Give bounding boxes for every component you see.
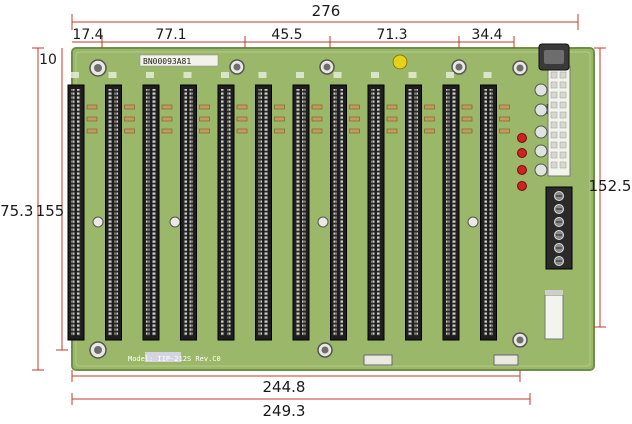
expansion-slot xyxy=(180,72,210,341)
yellow-capacitor xyxy=(392,54,408,70)
mounting-hole xyxy=(317,216,329,228)
dim-segment-5: 34.4 xyxy=(471,27,502,43)
dim-left-outer: 175.3 xyxy=(0,202,33,220)
capacitors xyxy=(534,83,548,177)
serial-sticker: BN00093A81 xyxy=(139,54,219,67)
mounting-hole xyxy=(89,59,107,77)
bottom-connectors xyxy=(363,354,519,366)
expansion-slot xyxy=(217,72,248,341)
mounting-holes xyxy=(89,59,528,359)
mounting-hole xyxy=(512,60,528,76)
model-label: Model: IIP-212S Rev.C0 xyxy=(128,352,221,363)
power-connector xyxy=(547,65,571,177)
dim-overall-top: 276 xyxy=(312,2,341,20)
dim-right-height: 152.5 xyxy=(589,177,632,195)
mounting-hole xyxy=(92,216,104,228)
expansion-slot xyxy=(292,72,323,341)
dim-segment-2: 77.1 xyxy=(155,27,186,43)
mounting-hole xyxy=(467,216,479,228)
serial-sticker-text: BN00093A81 xyxy=(143,57,191,66)
dim-bottom-inner: 244.8 xyxy=(263,378,306,396)
dim-left-offset: 10 xyxy=(39,52,57,68)
dim-segment-3: 45.5 xyxy=(271,27,302,43)
status-leds xyxy=(517,133,527,191)
expansion-slot xyxy=(367,72,398,341)
mounting-hole xyxy=(451,59,467,75)
expansion-slot xyxy=(142,72,173,341)
mounting-hole xyxy=(229,59,245,75)
terminal-block xyxy=(545,186,573,270)
expansion-slot xyxy=(330,72,360,341)
expansion-slot xyxy=(480,72,510,341)
mounting-hole xyxy=(89,341,107,359)
aux-connector xyxy=(544,290,564,340)
mounting-hole xyxy=(512,332,528,348)
dimension-lines xyxy=(32,14,606,405)
expansion-slot xyxy=(405,72,435,341)
expansion-slot xyxy=(105,72,135,341)
expansion-slot xyxy=(442,72,473,341)
expansion-slot xyxy=(255,72,285,341)
dim-segment-4: 71.3 xyxy=(376,27,407,43)
mounting-hole xyxy=(169,216,181,228)
mounting-hole xyxy=(319,59,335,75)
dim-left-inner: 155 xyxy=(36,202,65,220)
model-silk-text: Model: IIP-212S Rev.C0 xyxy=(128,355,221,363)
dim-bottom-outer: 249.3 xyxy=(263,402,306,420)
expansion-slots xyxy=(67,72,510,341)
expansion-slot xyxy=(67,72,98,341)
dim-segment-1: 17.4 xyxy=(72,27,103,43)
din-connector xyxy=(538,43,570,71)
mounting-hole xyxy=(317,342,333,358)
